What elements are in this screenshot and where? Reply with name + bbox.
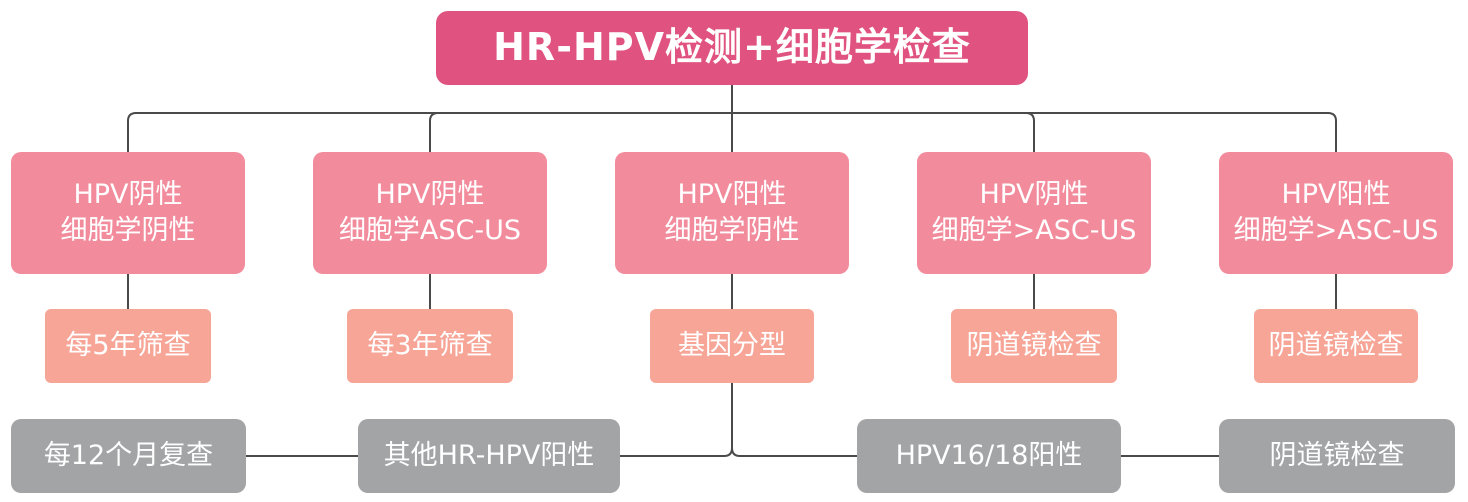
category-line2: 细胞学>ASC-US [1233,215,1439,246]
action-label: 阴道镜检查 [1268,329,1404,361]
category-line2: 细胞学阴性 [664,215,800,246]
root-test-box: HR-HPV检测+细胞学检查 [436,11,1028,85]
outcome-recheck-12mo: 每12个月复查 [11,419,246,493]
outcome-label: HPV16/18阳性 [895,439,1083,471]
outcome-label: 每12个月复查 [43,439,214,471]
root-label: HR-HPV检测+细胞学检查 [493,25,971,70]
outcome-hpv16-18-positive: HPV16/18阳性 [857,419,1121,493]
category-line1: HPV阴性 [375,178,485,210]
connector-drop-2b [429,112,439,152]
action-label: 基因分型 [678,329,786,361]
category-line1: HPV阳性 [1281,178,1391,210]
outcome-label: 其他HR-HPV阳性 [383,439,595,471]
action-genotyping: 基因分型 [650,309,814,383]
connector-genotype-right [731,447,857,457]
category-hpv-neg-cyto-neg: HPV阴性 细胞学阴性 [11,152,245,274]
category-hpv-neg-gt-ascus: HPV阴性 细胞学>ASC-US [917,152,1151,274]
category-line2: 细胞学>ASC-US [931,215,1137,246]
outcome-colposcopy: 阴道镜检查 [1219,419,1455,493]
action-screen-3yr: 每3年筛查 [347,309,513,383]
connector-drop-4 [1025,112,1035,152]
connector-genotype-left [620,383,733,457]
category-hpv-neg-ascus: HPV阴性 细胞学ASC-US [313,152,547,274]
action-colposcopy-1: 阴道镜检查 [951,309,1117,383]
category-hpv-pos-gt-ascus: HPV阳性 细胞学>ASC-US [1219,152,1453,274]
category-hpv-pos-cyto-neg: HPV阳性 细胞学阴性 [615,152,849,274]
category-line1: HPV阳性 [677,178,787,210]
category-line1: HPV阴性 [979,178,1089,210]
action-label: 阴道镜检查 [966,329,1102,361]
action-label: 每5年筛查 [65,329,191,361]
category-line1: HPV阴性 [73,178,183,210]
outcome-label: 阴道镜检查 [1269,439,1405,471]
action-screen-5yr: 每5年筛查 [45,309,211,383]
action-colposcopy-2: 阴道镜检查 [1254,309,1418,383]
category-line2: 细胞学阴性 [60,215,196,246]
outcome-other-hr-hpv-positive: 其他HR-HPV阳性 [358,419,620,493]
action-label: 每3年筛查 [367,329,493,361]
category-line2: 细胞学ASC-US [338,215,522,246]
